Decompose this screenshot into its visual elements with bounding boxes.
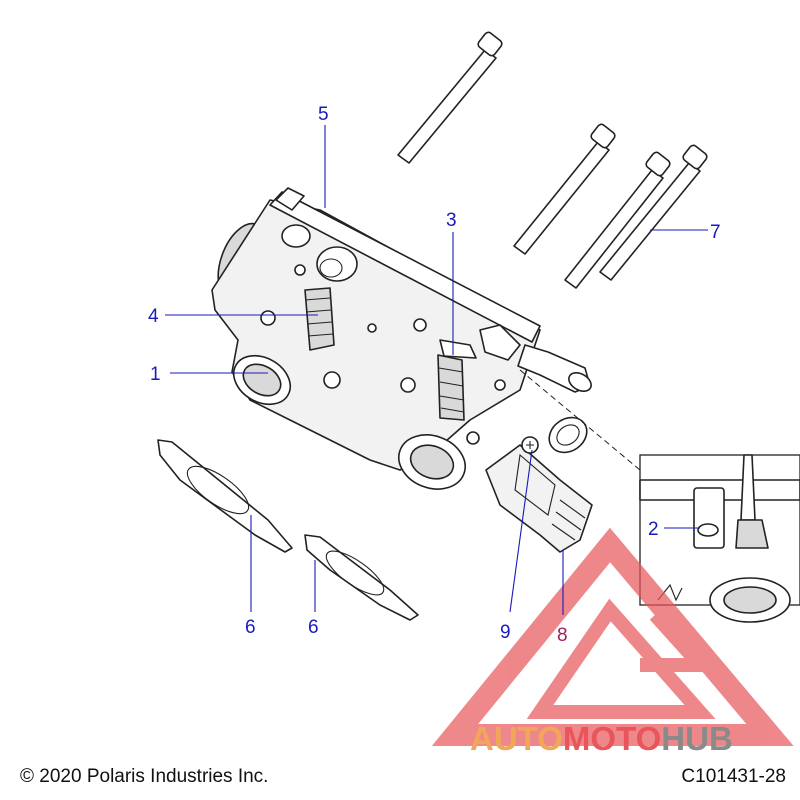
gasket-1 bbox=[157, 439, 293, 553]
callout-3: 3 bbox=[446, 210, 457, 231]
callout-4: 4 bbox=[148, 306, 159, 327]
throttle-body-assembly bbox=[211, 187, 593, 553]
callout-6b: 6 bbox=[308, 617, 319, 638]
detail-inset bbox=[639, 454, 800, 623]
bolt-long-2 bbox=[513, 123, 616, 255]
callout-1: 1 bbox=[150, 364, 161, 385]
leader-lines bbox=[165, 125, 708, 615]
watermark-text: AUTOMOTOHUB bbox=[470, 720, 733, 757]
callout-7: 7 bbox=[710, 222, 721, 243]
watermark-logo bbox=[431, 527, 794, 746]
figure-id: C101431-28 bbox=[681, 766, 786, 787]
watermark-part3: HUB bbox=[661, 720, 733, 757]
callout-2: 2 bbox=[648, 519, 659, 540]
bolt-long-4 bbox=[599, 144, 708, 281]
bolt-long-3 bbox=[564, 151, 671, 289]
copyright-text: © 2020 Polaris Industries Inc. bbox=[20, 766, 269, 787]
callout-9: 9 bbox=[500, 622, 511, 643]
detail-reference-line bbox=[519, 369, 641, 471]
bolt-long-1 bbox=[397, 31, 503, 164]
leader-9 bbox=[509, 449, 533, 613]
callout-8: 8 bbox=[557, 625, 568, 646]
watermark-part1: AUTO bbox=[470, 720, 563, 757]
callout-5: 5 bbox=[318, 104, 329, 125]
gasket-2 bbox=[304, 534, 419, 621]
callout-6a: 6 bbox=[245, 617, 256, 638]
watermark-part2: MOTO bbox=[563, 720, 661, 757]
